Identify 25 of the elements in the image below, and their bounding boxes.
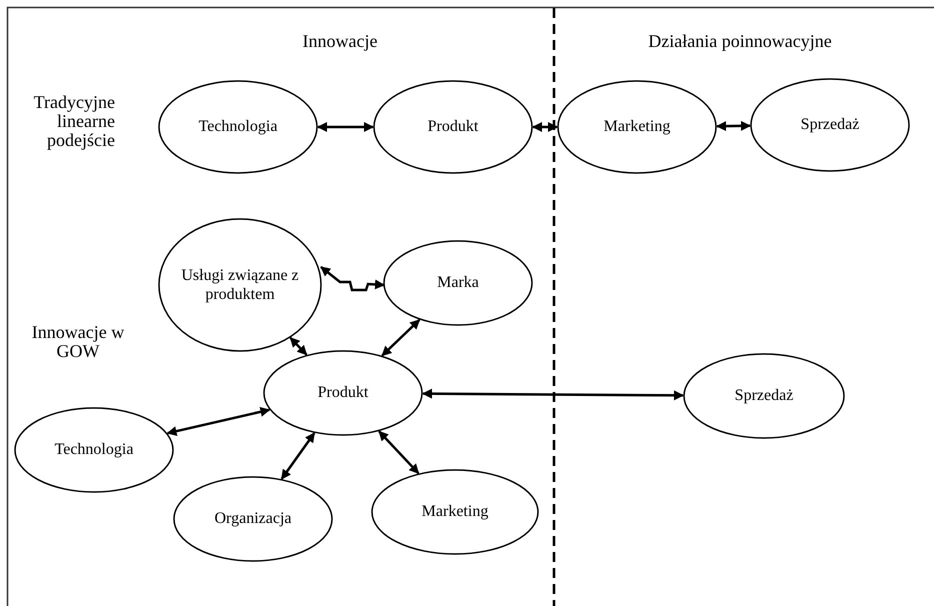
double-arrow xyxy=(532,122,558,132)
double-arrow xyxy=(280,432,316,480)
double-arrow xyxy=(422,388,684,400)
double-arrow xyxy=(320,266,385,292)
node-label: Sprzedaż xyxy=(734,386,794,406)
node-label: Marka xyxy=(436,273,480,293)
double-arrow xyxy=(716,120,751,132)
node-label: Marketing xyxy=(420,502,490,522)
node-label: Organizacja xyxy=(214,509,292,529)
node-label: Marketing xyxy=(602,117,672,137)
row-heading: Tradycyjne linearne podejście xyxy=(32,93,115,150)
node-label: Produkt xyxy=(426,117,480,137)
double-arrow xyxy=(381,319,420,356)
double-arrow xyxy=(290,336,308,356)
row-heading: Innowacje w GOW xyxy=(30,323,126,361)
node-label: Usługi związane z produktem xyxy=(180,266,300,304)
double-arrow xyxy=(378,430,420,474)
double-arrow xyxy=(166,406,270,436)
node-label: Technologia xyxy=(198,117,278,137)
double-arrow xyxy=(317,122,374,132)
node-label: Sprzedaż xyxy=(800,115,860,135)
column-heading: Działania poinnowacyjne xyxy=(647,32,833,51)
column-heading: Innowacje xyxy=(302,32,378,51)
node-label: Technologia xyxy=(54,440,134,460)
node-label: Produkt xyxy=(316,383,370,403)
